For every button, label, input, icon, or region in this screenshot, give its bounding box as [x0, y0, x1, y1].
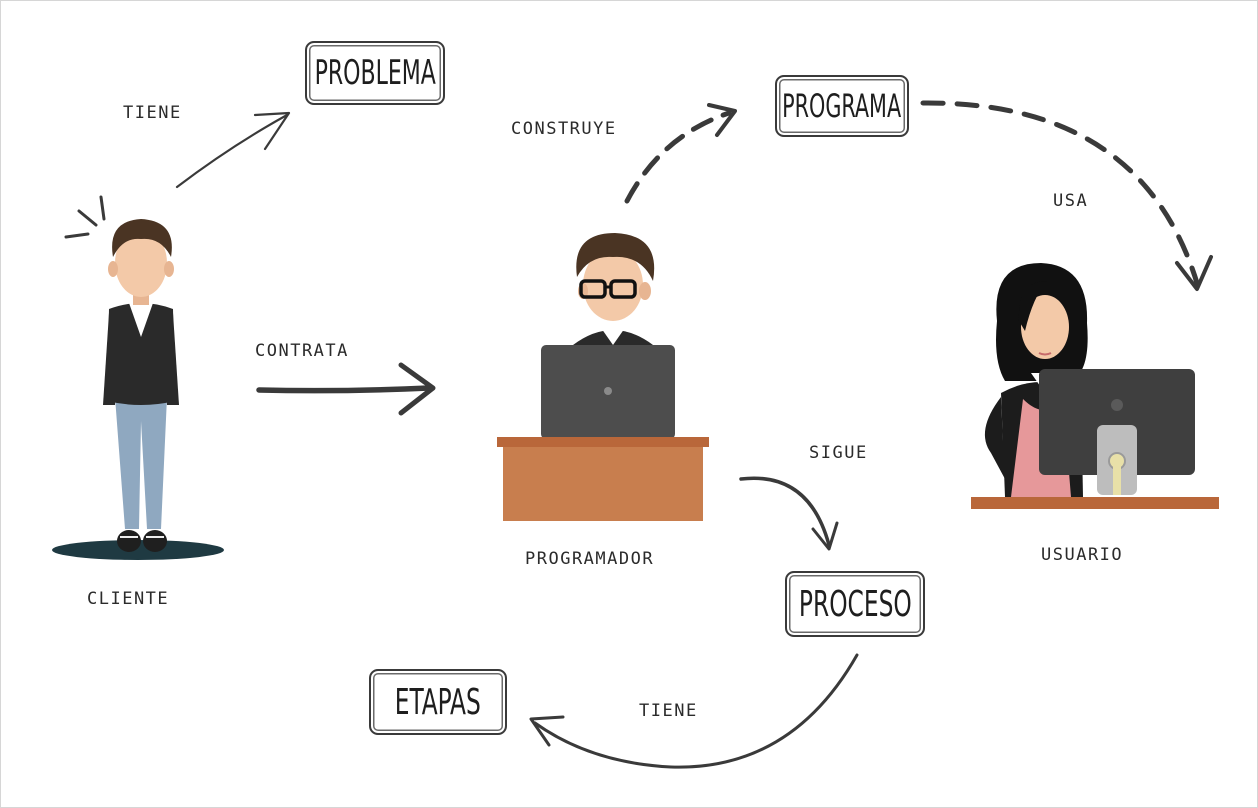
edge-label-tiene-problema: TIENE: [123, 103, 182, 123]
arrow-construye-programa: [624, 103, 737, 204]
edge-label-contrata: CONTRATA: [255, 341, 349, 361]
etapas-box: ETAPAS: [369, 669, 507, 735]
proceso-label: PROCESO: [798, 583, 912, 625]
arrow-tiene-etapas: [529, 653, 859, 769]
problema-label: PROBLEMA: [314, 53, 436, 93]
cliente-illustration: [52, 195, 224, 560]
programador-illustration: [497, 233, 709, 521]
programa-box: PROGRAMA: [775, 75, 909, 137]
etapas-label: ETAPAS: [394, 681, 482, 723]
programa-label: PROGRAMA: [782, 87, 902, 125]
actor-label-programador: PROGRAMADOR: [525, 549, 655, 569]
edge-label-construye: CONSTRUYE: [511, 119, 617, 139]
arrow-usa-usuario: [920, 100, 1213, 291]
edge-label-sigue: SIGUE: [809, 443, 868, 463]
proceso-box: PROCESO: [785, 571, 925, 637]
edge-label-usa: USA: [1053, 191, 1089, 211]
arrow-sigue-proceso: [739, 476, 839, 551]
problema-box: PROBLEMA: [305, 41, 445, 105]
arrow-contrata-programador: [256, 362, 436, 416]
edge-label-tiene-etapas: TIENE: [639, 701, 698, 721]
actor-label-cliente: CLIENTE: [87, 589, 170, 609]
actor-label-usuario: USUARIO: [1041, 545, 1124, 565]
arrow-tiene-problema: [175, 111, 291, 189]
usuario-illustration: [971, 263, 1219, 509]
